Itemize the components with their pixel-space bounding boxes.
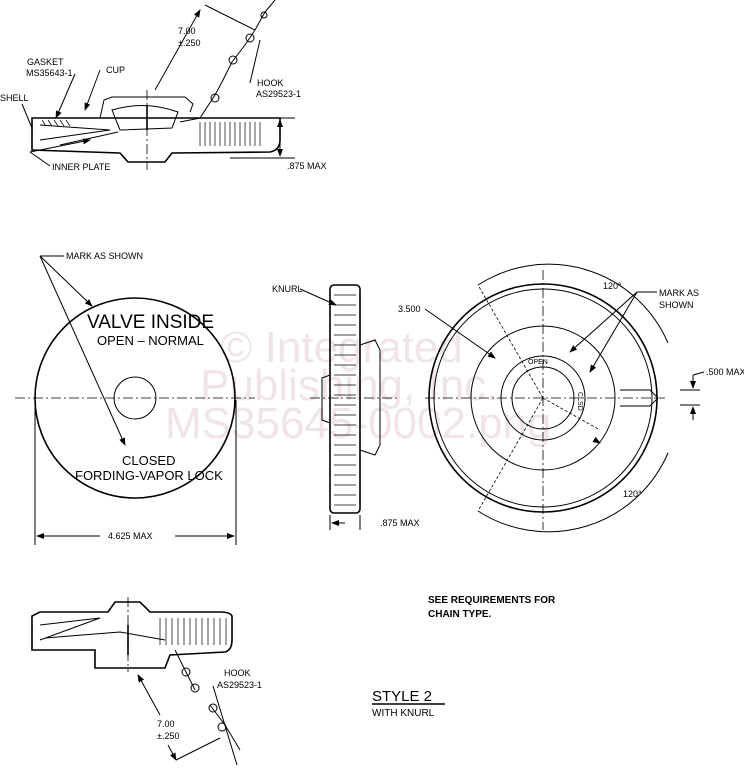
bottom-view: 120° 120° OPEN CLSD 3.500 MARK AS SHOWN … — [398, 263, 744, 533]
knurl-hatching — [199, 122, 261, 146]
cup-label: CUP — [106, 65, 125, 75]
knurl-label: KNURL — [272, 284, 303, 294]
open-mark: OPEN — [528, 359, 548, 366]
mark-as-label-1: MARK AS — [659, 288, 699, 298]
face-view: MARK AS SHOWN VALVE INSIDE OPEN – NORMAL… — [15, 251, 255, 545]
lower-chain — [174, 649, 196, 691]
top-height-max: .875 MAX — [287, 161, 327, 171]
top-section-view: 7.00 ±.250 GASKET MS35643-1 CUP SHELL HO… — [0, 0, 327, 172]
lower-dimension-tolerance: ±.250 — [157, 731, 179, 741]
lower-section-view: HOOK AS29523-1 7.00 ±.250 — [31, 597, 262, 766]
mark-as-shown-label: MARK AS SHOWN — [66, 251, 143, 261]
watermark-line-1: © Integrated — [220, 323, 463, 372]
diameter-label: 3.500 — [398, 304, 421, 314]
mark-as-label-2: SHOWN — [659, 300, 694, 310]
top-dimension-tolerance: ±.250 — [178, 38, 200, 48]
lower-hook-label: HOOK — [224, 668, 251, 678]
notes: SEE REQUIREMENTS FOR CHAIN TYPE. — [428, 595, 556, 620]
hook-part-number: AS29523-1 — [256, 89, 301, 99]
valve-inside-text: VALVE INSIDE — [87, 312, 214, 333]
watermark-line-3: MS35645-0002.png — [165, 399, 552, 448]
watermark: © Integrated Publishing, Inc. MS35645-00… — [165, 323, 552, 448]
gasket-label: GASKET — [27, 57, 64, 67]
lower-dimension-value: 7.00 — [157, 719, 175, 729]
note-line-1: SEE REQUIREMENTS FOR — [428, 595, 556, 606]
inner-plate-label: INNER PLATE — [52, 162, 110, 172]
side-view: KNURL .875 MAX — [272, 284, 420, 530]
shell-label: SHELL — [0, 93, 29, 103]
side-height-max: .875 MAX — [380, 518, 420, 528]
style-title-block: STYLE 2 WITH KNURL — [372, 688, 445, 719]
closed-mark: CLSD — [576, 392, 583, 411]
gasket-part-number: MS35643-1 — [26, 68, 73, 78]
chain — [179, 0, 276, 123]
width-max-label: .500 MAX — [706, 367, 744, 377]
style-title: STYLE 2 — [372, 688, 432, 705]
note-line-2: CHAIN TYPE. — [428, 609, 492, 620]
style-subtitle: WITH KNURL — [372, 708, 435, 719]
watermark-line-2: Publishing, Inc. — [200, 361, 498, 410]
angle-bottom-label: 120° — [623, 489, 642, 499]
angle-top-label: 120° — [603, 281, 622, 291]
fording-vapor-lock-text: FORDING-VAPOR LOCK — [75, 468, 223, 483]
hook-label: HOOK — [257, 78, 284, 88]
open-normal-text: OPEN – NORMAL — [97, 333, 204, 348]
face-diameter-max: 4.625 MAX — [108, 531, 153, 541]
lower-hook-part-number: AS29523-1 — [217, 680, 262, 690]
top-dimension-value: 7.00 — [178, 26, 196, 36]
knurl-pattern — [334, 294, 356, 506]
closed-text: CLOSED — [122, 453, 175, 468]
